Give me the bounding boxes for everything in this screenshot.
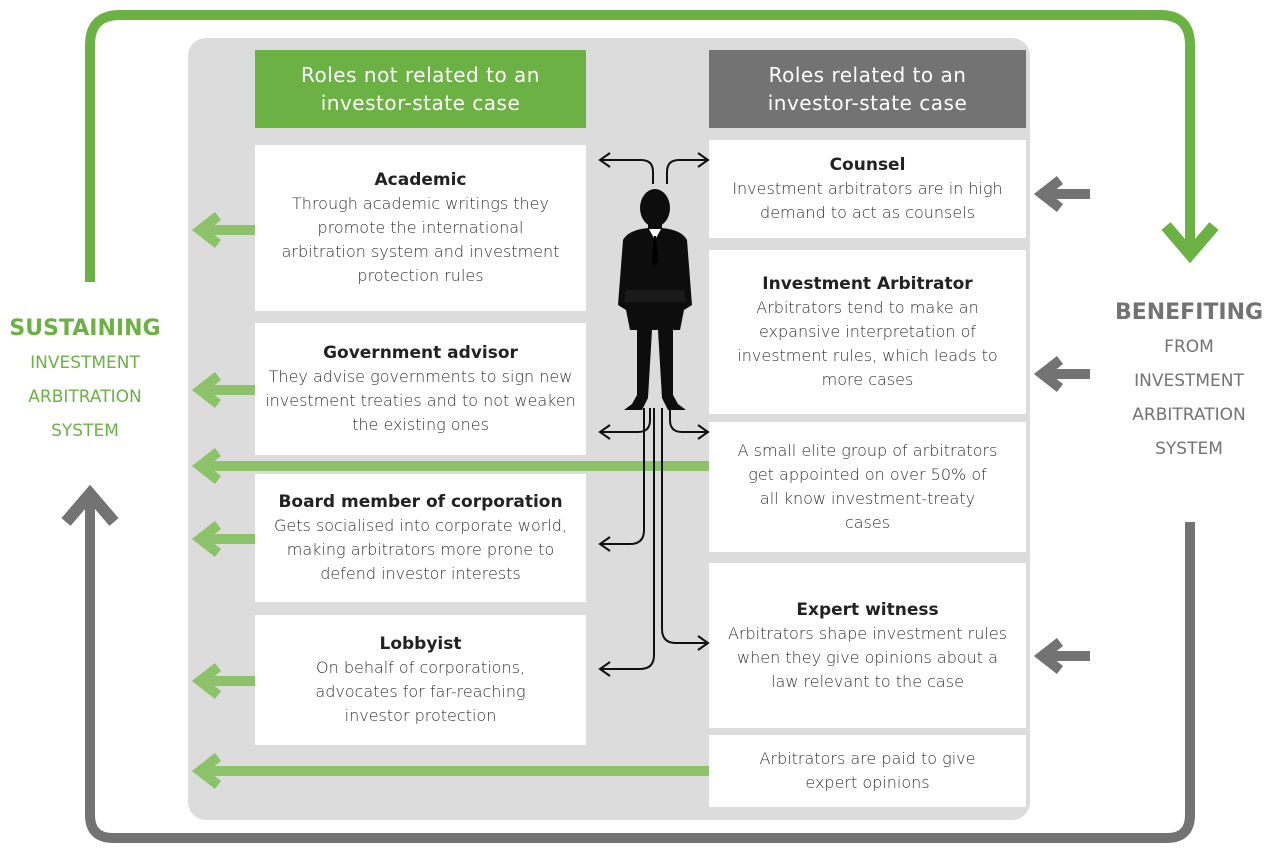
role-expert-witness: Expert witness Arbitrators shape investm…	[709, 563, 1026, 728]
gray-arrow-counsel	[1033, 176, 1090, 212]
label-sustaining-line: ARBITRATION	[28, 387, 142, 407]
green-loop-line	[85, 10, 1195, 282]
tie	[652, 236, 658, 266]
role-title: Expert witness	[796, 599, 939, 620]
role-description: Gets socialised into corporate world, ma…	[274, 516, 567, 583]
label-sustaining-line: INVESTMENT	[30, 353, 140, 373]
role-description: They advise governments to sign new inve…	[265, 367, 576, 434]
role-paid-opinions-note: Arbitrators are paid to give expert opin…	[709, 735, 1026, 807]
label-sustaining-line: SYSTEM	[51, 421, 119, 441]
gray-loop-arrowhead	[61, 484, 119, 526]
label-benefiting-line: FROM	[1164, 337, 1214, 357]
role-description: Arbitrators shape investment rules when …	[728, 623, 1007, 691]
role-title: Counsel	[829, 155, 906, 175]
green-loop-arrowhead	[1161, 222, 1219, 264]
connector-counsel	[666, 152, 710, 184]
role-description: A small elite group of arbitrators get a…	[737, 441, 998, 532]
role-description: Arbitrators are paid to give expert opin…	[759, 749, 976, 792]
role-title: Investment Arbitrator	[762, 274, 973, 294]
role-title: Board member of corporation	[278, 492, 563, 512]
connector-advisor	[598, 408, 651, 440]
role-lobbyist: Lobbyist On behalf of corporations, advo…	[255, 615, 586, 745]
label-benefiting-line: SYSTEM	[1155, 439, 1223, 459]
gray-loop-line	[85, 500, 1195, 843]
gray-arrow-arbitrator	[1033, 356, 1090, 392]
role-title: Academic	[374, 170, 467, 190]
gray-arrow-expert	[1033, 638, 1090, 674]
label-benefiting: BENEFITING FROM INVESTMENT ARBITRATION S…	[1104, 296, 1274, 466]
role-title: Government advisor	[323, 343, 518, 363]
role-description: On behalf of corporations, advocates for…	[315, 658, 526, 725]
connector-expert	[661, 408, 710, 651]
connector-elite	[669, 408, 710, 440]
green-arrow-lobbyist	[191, 663, 255, 699]
role-title: Lobbyist	[379, 634, 462, 654]
role-academic: Academic Through academic writings they …	[255, 145, 586, 311]
role-description: Arbitrators tend to make an expansive in…	[737, 298, 998, 389]
role-description: Through academic writings they promote t…	[281, 194, 560, 285]
role-investment-arbitrator: Investment Arbitrator Arbitrators tend t…	[709, 250, 1026, 414]
businessman-figure-icon	[618, 189, 692, 410]
green-arrow-advisor	[191, 372, 255, 408]
label-benefiting-line: INVESTMENT	[1134, 371, 1244, 391]
connector-board	[598, 408, 645, 552]
label-sustaining: SUSTAINING INVESTMENT ARBITRATION SYSTEM	[0, 312, 170, 448]
role-government-advisor: Government advisor They advise governmen…	[255, 323, 586, 455]
long-arrow-elite	[191, 448, 709, 484]
green-arrow-academic	[191, 212, 255, 248]
label-benefiting-main: BENEFITING	[1114, 300, 1264, 325]
header-related-label: Roles related to an investor-state case	[767, 63, 968, 115]
header-not-related: Roles not related to an investor-state c…	[255, 50, 586, 128]
header-related: Roles related to an investor-state case	[709, 50, 1026, 128]
role-board-member: Board member of corporation Gets sociali…	[255, 474, 586, 602]
label-benefiting-line: ARBITRATION	[1132, 405, 1246, 425]
role-elite-group-note: A small elite group of arbitrators get a…	[709, 422, 1026, 552]
header-not-related-label: Roles not related to an investor-state c…	[301, 63, 540, 115]
shirt-collar	[649, 229, 661, 240]
role-description: Investment arbitrators are in high deman…	[732, 179, 1003, 222]
label-sustaining-main: SUSTAINING	[9, 316, 161, 341]
green-arrow-board	[191, 521, 255, 557]
role-counsel: Counsel Investment arbitrators are in hi…	[709, 140, 1026, 238]
long-arrow-paid	[191, 753, 709, 789]
connector-academic	[598, 152, 654, 184]
connector-lobbyist	[598, 408, 655, 677]
